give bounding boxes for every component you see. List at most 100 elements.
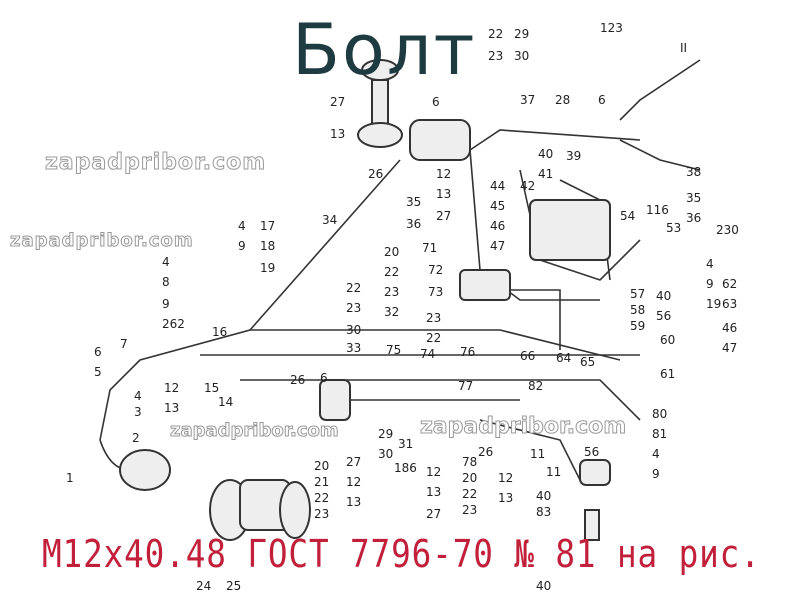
part-number-label: 12 [498,471,514,485]
part-number-label: 26 [290,373,306,387]
part-number-label: 40 [656,289,672,303]
part-number-label: 82 [528,379,544,393]
part-number-label: 65 [580,355,596,369]
part-number-label: 1 [66,471,74,485]
part-number-label: 11 [546,465,562,479]
part-number-label: 40 [538,147,554,161]
part-number-label: 40 [536,489,552,503]
part-number-label: 23 [426,311,442,325]
part-number-label: 6 [598,93,606,107]
part-number-label: 11 [530,447,546,461]
part-number-label: 4 [238,219,246,233]
part-number-label: 22 [314,491,330,505]
part-number-label: 46 [490,219,506,233]
part-number-label: 30 [378,447,394,461]
part-number-label: 6 [432,95,440,109]
part-number-label: 35 [686,191,702,205]
part-number-label: 4 [162,255,170,269]
part-number-label: 61 [660,367,676,381]
part-number-label: 9 [238,239,246,253]
part-number-label: 9 [652,467,660,481]
watermark: zapadpribor.com [419,414,627,440]
part-number-label: 27 [436,209,452,223]
part-number-label: 22 [488,27,504,41]
part-number-label: 23 [314,507,330,521]
watermark: zapadpribor.com [44,150,267,176]
part-number-label: 12 [436,167,452,181]
part-number-label: 30 [514,49,530,63]
part-number-label: 21 [314,475,330,489]
part-number-label: 23 [346,301,362,315]
part-number-label: 20 [384,245,400,259]
part-number-label: 63 [722,297,738,311]
part-number-label: 71 [422,241,438,255]
part-number-label: 4 [706,257,714,271]
part-number-label: II [680,41,688,55]
part-number-label: 27 [426,507,442,521]
diagram-parts [119,59,611,541]
part-number-label: 13 [436,187,452,201]
page-title: Болт [292,9,477,91]
part-number-label: 22 [384,265,400,279]
part-number-label: 20 [314,459,330,473]
watermark: zapadpribor.com [10,230,194,252]
part-number-label: 33 [346,341,362,355]
part-number-label: 53 [666,221,682,235]
part-number-label: 81 [652,427,668,441]
part-number-label: 18 [260,239,276,253]
part-number-label: 27 [330,95,346,109]
part-number-label: 27 [346,455,362,469]
part-number-label: 77 [458,379,474,393]
part-number-label: 35 [406,195,422,209]
part-number-label: 47 [722,341,738,355]
part-number-label: 12 [426,465,442,479]
part-number-label: 54 [620,209,636,223]
part-number-label: 56 [656,309,672,323]
part-number-label: 19 [706,297,722,311]
part-number-label: 41 [538,167,554,181]
part-number-label: 37 [520,93,536,107]
part-number-label: 6 [94,345,102,359]
part-number-label: 73 [428,285,444,299]
part-number-label: 42 [520,179,536,193]
part-number-label: 13 [164,401,180,415]
part-number-label: 13 [426,485,442,499]
part-number-label: 83 [536,505,552,519]
part-number-label: 44 [490,179,506,193]
part-number-label: 15 [204,381,220,395]
part-number-label: 56 [584,445,600,459]
part-number-label: 23 [462,503,478,517]
part-number-label: 30 [346,323,362,337]
part-number-label: 6 [320,371,328,385]
part-number-label: 20 [462,471,478,485]
part-number-label: 19 [260,261,276,275]
part-number-label: 3 [134,405,142,419]
watermark: zapadpribor.com [170,420,340,442]
part-number-label: 23 [488,49,504,63]
part-number-label: 14 [218,395,234,409]
part-number-label: 123 [600,21,623,35]
part-number-label: 29 [514,27,530,41]
part-number-label: 80 [652,407,668,421]
part-number-label: 78 [462,455,478,469]
part-number-label: 28 [555,93,571,107]
part-number-label: 39 [566,149,582,163]
part-number-label: 36 [686,211,702,225]
part-number-label: 26 [478,445,494,459]
part-number-label: 31 [398,437,414,451]
part-number-label: 47 [490,239,506,253]
part-number-label: 17 [260,219,276,233]
part-number-label: 36 [406,217,422,231]
part-number-label: 38 [686,165,702,179]
part-number-label: 74 [420,347,436,361]
part-caption: М12х40.48 ГОСТ 7796-70 № 81 на рис. [42,532,761,576]
part-number-label: 9 [162,297,170,311]
part-number-label: 75 [386,343,402,357]
part-number-label: 66 [520,349,536,363]
part-number-label: 72 [428,263,444,277]
part-number-label: 58 [630,303,646,317]
part-number-label: 116 [646,203,669,217]
part-number-label: 22 [346,281,362,295]
part-number-label: 16 [212,325,228,339]
part-number-label: 64 [556,351,572,365]
